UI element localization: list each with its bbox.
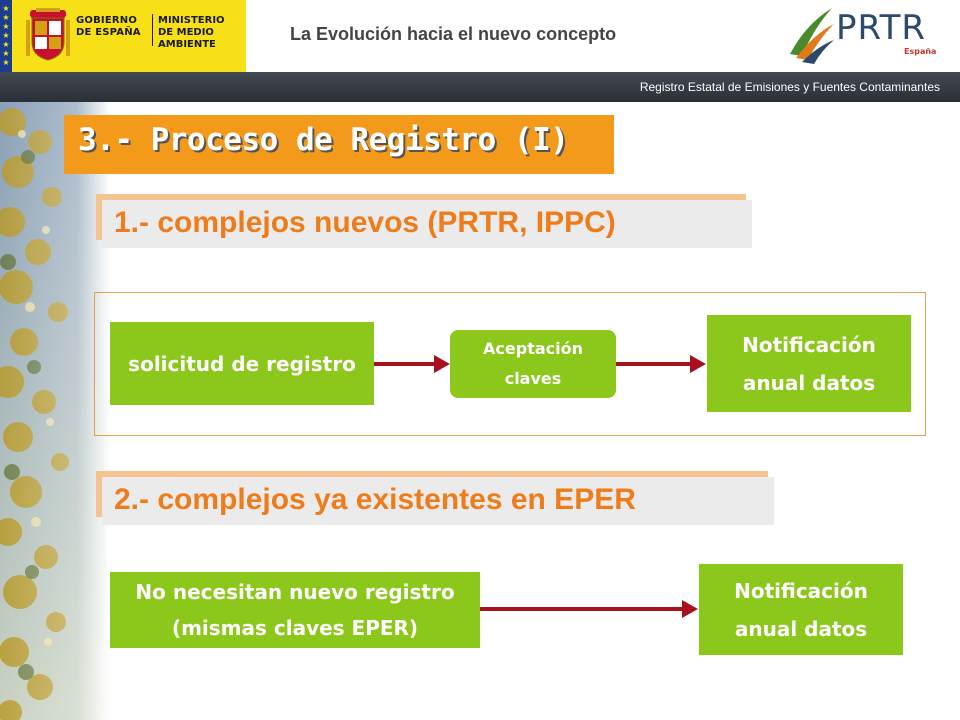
- header-title: La Evolución hacia el nuevo concepto: [290, 24, 617, 44]
- section1-heading: 1.- complejos nuevos (PRTR, IPPC): [114, 206, 616, 239]
- ministry-label-line2: DE MEDIO AMBIENTE: [158, 27, 216, 50]
- slide-title: 3.- Proceso de Registro (I): [78, 122, 569, 158]
- step-notificacion-anual-2: Notificación anual datos: [699, 564, 903, 655]
- divider: [152, 14, 153, 46]
- ministry-label-line1: MINISTERIO: [158, 15, 225, 26]
- arrow-2: [616, 362, 692, 366]
- prtr-swoosh-icon: [790, 8, 834, 64]
- arrow-2-head: [690, 355, 706, 373]
- step-no-necesitan-nuevo-registro: No necesitan nuevo registro (mismas clav…: [110, 572, 480, 648]
- decorative-foliage-image: [0, 102, 110, 720]
- step-solicitud-de-registro: solicitud de registro: [110, 322, 374, 405]
- eu-flag-icon: ★★★★★★★: [0, 0, 12, 72]
- section2-heading-background: [102, 477, 774, 525]
- step-aceptacion-claves: Aceptación claves: [450, 330, 616, 398]
- step-notificacion-label-line2: anual datos: [742, 370, 876, 395]
- slide-title-background: [64, 115, 614, 174]
- coat-of-arms-icon: [26, 8, 70, 61]
- arrow-3-head: [682, 600, 698, 618]
- step-no-necesitan-label-line1: No necesitan nuevo registro: [135, 580, 455, 604]
- step-notificacion-anual-1: Notificación anual datos: [707, 315, 911, 412]
- step-no-necesitan-label-line2: (mismas claves EPER): [171, 616, 419, 640]
- arrow-1: [374, 362, 436, 366]
- header: ★★★★★★★ GOBIERNO DE ESPAÑA MINISTERIO DE…: [0, 0, 960, 72]
- step2-notificacion-label-line1: Notificación: [734, 578, 868, 603]
- header-strip: [0, 72, 960, 102]
- prtr-logo-subtitle: España: [904, 47, 937, 56]
- step2-notificacion-label-line2: anual datos: [734, 616, 868, 641]
- header-strip-text: Registro Estatal de Emisiones y Fuentes …: [639, 80, 940, 94]
- step-notificacion-label-line1: Notificación: [742, 332, 876, 357]
- arrow-1-head: [434, 355, 450, 373]
- ministry-label: MINISTERIO DE MEDIO AMBIENTE: [158, 15, 246, 51]
- gov-label-line1: GOBIERNO: [76, 15, 138, 26]
- gov-label: GOBIERNO DE ESPAÑA: [76, 15, 152, 39]
- section1-heading-background: [102, 200, 752, 248]
- step-aceptacion-label-line2: claves: [504, 369, 562, 388]
- government-logo-block: ★★★★★★★ GOBIERNO DE ESPAÑA MINISTERIO DE…: [0, 0, 246, 72]
- step-solicitud-label: solicitud de registro: [128, 351, 356, 376]
- prtr-logo-text: PRTR: [836, 8, 927, 48]
- section1-flow-frame: [94, 292, 926, 436]
- arrow-3: [480, 607, 684, 611]
- step-aceptacion-label-line1: Aceptación: [483, 339, 583, 358]
- section2-heading: 2.- complejos ya existentes en EPER: [114, 483, 636, 516]
- gov-label-line2: DE ESPAÑA: [76, 27, 141, 38]
